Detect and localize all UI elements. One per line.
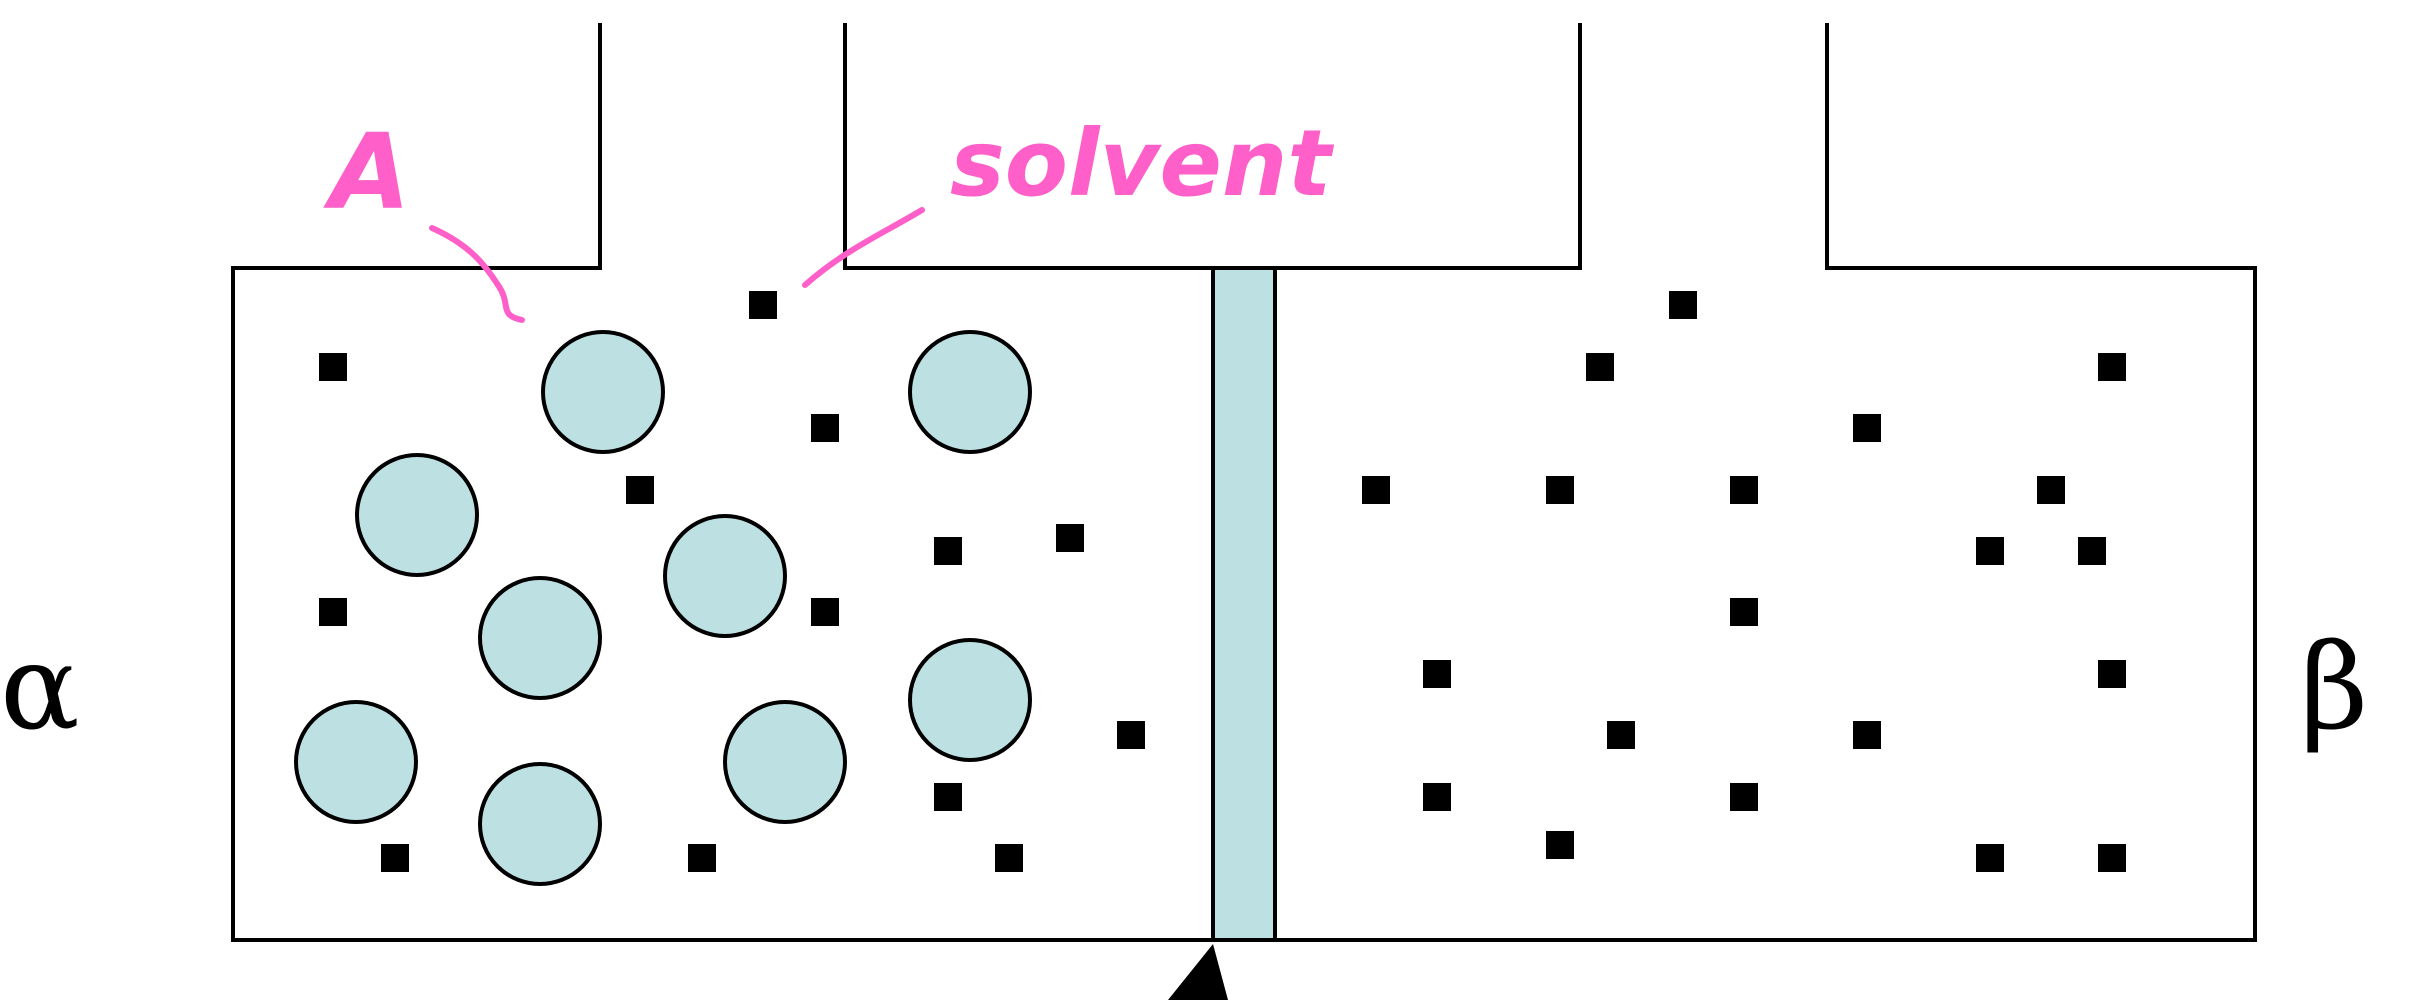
solvent-molecule bbox=[1976, 844, 2004, 872]
solvent-molecule bbox=[1056, 524, 1084, 552]
solvent-molecule bbox=[811, 598, 839, 626]
solvent-molecule bbox=[2098, 844, 2126, 872]
solute-molecule bbox=[908, 638, 1032, 762]
solvent-molecule bbox=[1730, 598, 1758, 626]
solute-molecule bbox=[294, 700, 418, 824]
solvent-molecule bbox=[934, 537, 962, 565]
solvent-molecule bbox=[811, 414, 839, 442]
solute-molecule bbox=[908, 330, 1032, 454]
solvent-molecule bbox=[1423, 660, 1451, 688]
solute-molecule bbox=[355, 453, 479, 577]
membrane-pivot-marker bbox=[1168, 944, 1228, 1000]
solvent-molecule bbox=[2098, 660, 2126, 688]
solvent-molecule bbox=[2078, 537, 2106, 565]
solvent-molecule bbox=[626, 476, 654, 504]
solute-molecule bbox=[663, 514, 787, 638]
solvent-molecule bbox=[1546, 476, 1574, 504]
solute-label-leader bbox=[429, 225, 525, 323]
solute-molecule bbox=[541, 330, 665, 454]
solvent-molecule bbox=[319, 353, 347, 381]
solvent-molecule bbox=[934, 783, 962, 811]
solvent-molecule bbox=[995, 844, 1023, 872]
solvent-molecules bbox=[319, 291, 2126, 872]
solvent-molecule bbox=[1607, 721, 1635, 749]
solvent-label: solvent bbox=[950, 110, 1334, 217]
solvent-molecule bbox=[688, 844, 716, 872]
solvent-molecule bbox=[1586, 353, 1614, 381]
solvent-molecule bbox=[1853, 721, 1881, 749]
solvent-molecule bbox=[1362, 476, 1390, 504]
solute-molecule bbox=[478, 762, 602, 886]
left-side-label: α bbox=[0, 618, 80, 756]
solvent-molecule bbox=[1546, 831, 1574, 859]
solvent-molecule bbox=[1853, 414, 1881, 442]
solute-label: A bbox=[323, 111, 411, 233]
semipermeable-membrane bbox=[1211, 266, 1277, 942]
solute-molecule bbox=[478, 576, 602, 700]
solvent-label-leader bbox=[802, 207, 925, 288]
solvent-molecule bbox=[1976, 537, 2004, 565]
solvent-molecule bbox=[1117, 721, 1145, 749]
solvent-molecule bbox=[2037, 476, 2065, 504]
solute-molecules bbox=[294, 330, 1032, 886]
solvent-molecule bbox=[1730, 476, 1758, 504]
solvent-molecule bbox=[381, 844, 409, 872]
solvent-molecule bbox=[319, 598, 347, 626]
solute-molecule bbox=[723, 700, 847, 824]
right-side-label: β bbox=[2300, 618, 2368, 756]
solvent-molecule bbox=[1730, 783, 1758, 811]
solvent-molecule bbox=[749, 291, 777, 319]
solvent-molecule bbox=[1423, 783, 1451, 811]
solvent-molecule bbox=[2098, 353, 2126, 381]
solvent-molecule bbox=[1669, 291, 1697, 319]
